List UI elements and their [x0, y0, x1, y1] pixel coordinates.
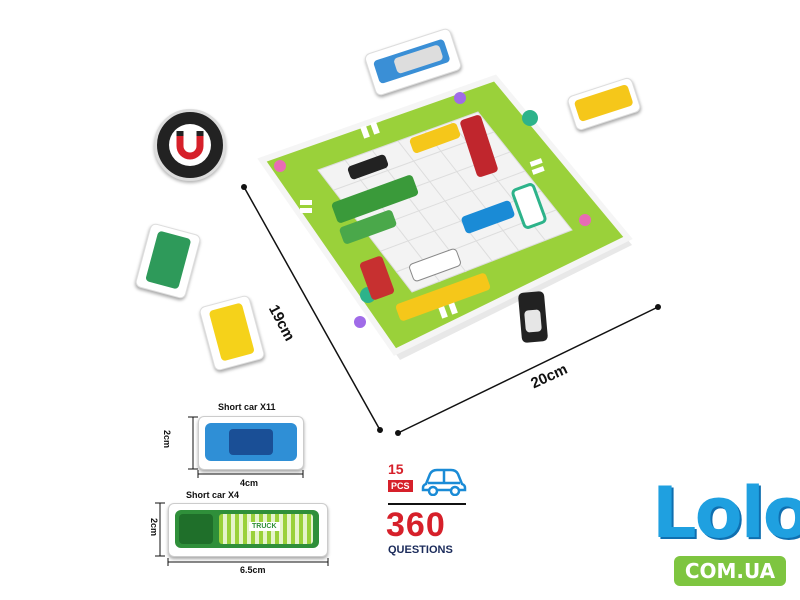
lolo-domain-badge: COM.UA [674, 556, 786, 586]
short-car-blue-image [198, 416, 304, 470]
magnet-icon [154, 109, 226, 181]
short-car-blue-height: 2cm [162, 430, 172, 449]
short-car-blue-width: 4cm [240, 478, 259, 488]
divider-line [388, 503, 466, 505]
pieces-unit: PCS [388, 480, 413, 492]
car-icon [421, 468, 467, 496]
lolo-domain: COM.UA [684, 559, 776, 583]
long-car-green-dims [155, 502, 329, 566]
lolo-logo: Lolo [652, 472, 800, 554]
pieces-count: 15 [388, 461, 404, 477]
short-car-blue-dims [188, 416, 304, 478]
long-car-green-title: Short car X4 [186, 490, 240, 500]
long-car-green-image: TRUCK [168, 503, 328, 557]
dimension-lines [241, 184, 661, 436]
puzzle-board [257, 74, 633, 360]
questions-number: 360 [386, 506, 446, 544]
questions-label: QUESTIONS [388, 544, 453, 556]
pieces-badge: 15 PCS [388, 462, 420, 502]
short-car-blue-title: Short car X11 [218, 402, 276, 412]
green-car-tile [134, 222, 202, 300]
long-car-green-height: 2cm [149, 518, 159, 537]
truck-label: TRUCK [249, 522, 280, 531]
long-car-green-width: 6.5cm [240, 565, 266, 575]
